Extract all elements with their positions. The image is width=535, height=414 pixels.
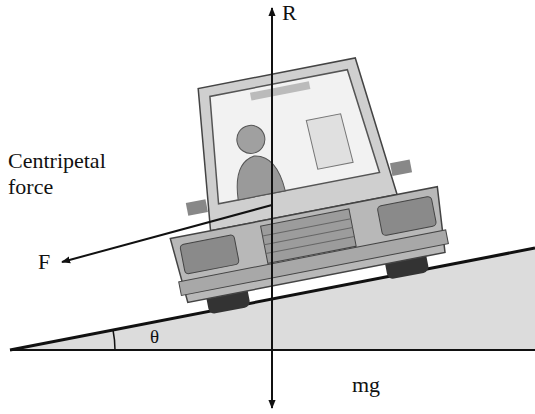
car-seat — [306, 113, 353, 169]
side-mirror — [186, 199, 208, 216]
bumper — [179, 230, 449, 296]
angle-label: θ — [150, 326, 159, 349]
headlight — [377, 196, 437, 236]
side-mirror — [390, 159, 412, 176]
driver-body — [231, 151, 286, 199]
force-name: Centripetal force — [8, 148, 148, 201]
car-windshield — [198, 67, 379, 203]
force-label: F — [38, 249, 50, 275]
car-mirror — [250, 81, 310, 100]
weight-arrow — [271, 205, 273, 408]
headlight — [180, 234, 240, 274]
grille-bars — [263, 219, 355, 254]
force-label: mg — [352, 372, 380, 398]
angle-arc — [113, 330, 115, 350]
centripetal-force-arrow — [62, 205, 272, 262]
force-label: R — [282, 0, 297, 26]
car — [143, 47, 453, 319]
reaction-arrow — [271, 8, 273, 205]
car-body — [170, 187, 450, 304]
driver-head — [234, 123, 267, 156]
